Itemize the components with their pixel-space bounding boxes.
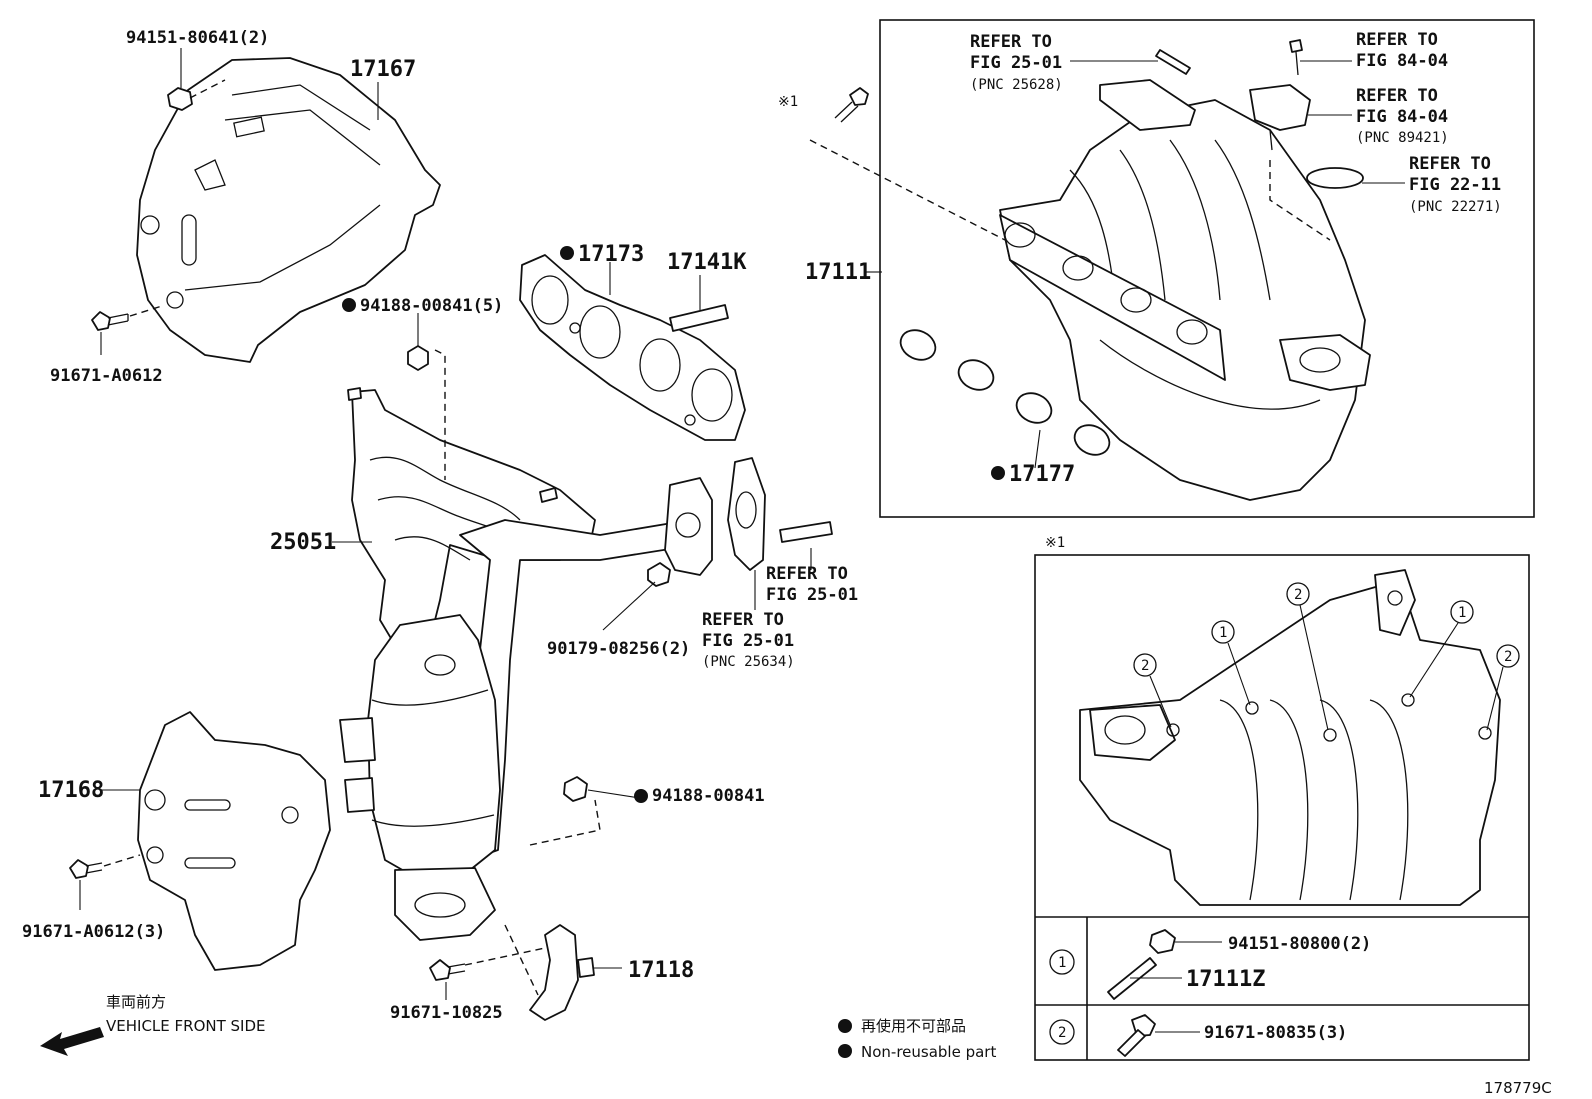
front-arrow-icon [40,1027,104,1056]
ref-a-line2: FIG 25-01 [970,53,1062,73]
label-91671-80835: 91671-80835(3) [1204,1023,1347,1043]
ref-c-line3: (PNC 89421) [1356,130,1449,146]
detail-row-2-parts [1049,1014,1156,1057]
label-91671-10825: 91671-10825 [390,1003,503,1023]
label-94188-00841-5: 94188-00841(5) [360,296,503,316]
non-reusable-dot-17173 [560,246,574,260]
legend-jp: 再使用不可部品 [861,1017,966,1035]
label-91671-a0612: 91671-A0612 [50,366,163,386]
nut-94188-00841 [563,776,588,802]
ref-e-line1: REFER TO [766,564,848,584]
ref-e-line2: FIG 25-01 [766,585,858,605]
ref-f-line1: REFER TO [702,610,784,630]
ref-a-line1: REFER TO [970,32,1052,52]
heat-insulator-upper [136,57,441,363]
legend-dot-en [838,1044,852,1058]
bolt-91671-a0612 [91,305,163,331]
label-17173: 17173 [578,242,644,267]
nut-90179-08256 [647,562,671,587]
label-17177: 17177 [1009,462,1075,487]
stud-17141k [669,275,729,332]
figure-id: 178779C [1484,1079,1552,1097]
non-reusable-dot-17177 [991,466,1005,480]
ref-d-line1: REFER TO [1409,154,1491,174]
heat-insulator-lower [137,711,331,971]
gasket-17173 [519,254,746,441]
callout-2-b: 2 [1141,658,1149,674]
nut-94151-80641 [167,79,226,111]
detail-box [1034,554,1530,1061]
detail-row-1-parts [1049,929,1176,1000]
ref-d-line2: FIG 22-11 [1409,175,1501,195]
intake-manifold-17111 [999,99,1371,501]
ref-b-line2: FIG 84-04 [1356,51,1448,71]
ref-c-line2: FIG 84-04 [1356,107,1448,127]
callout-1-b: 1 [1458,605,1466,621]
label-17167: 17167 [350,57,416,82]
ref-d-line3: (PNC 22271) [1409,199,1502,215]
label-17111z: 17111Z [1186,967,1265,992]
label-17141k: 17141K [667,250,747,275]
ref-c-line1: REFER TO [1356,86,1438,106]
ref-parts-intake [1099,39,1364,241]
front-label-jp: 車両前方 [106,993,166,1011]
legend-dot-jp [838,1019,852,1033]
leader-lines [79,48,1405,1033]
bolt-91671-a0612-3 [69,854,141,879]
nut-94188-00841-5 [407,345,429,371]
label-17118: 17118 [628,958,694,983]
note-mark-bolt: ※1 [778,94,798,110]
ref-b-line1: REFER TO [1356,30,1438,50]
detail-row-2-index: 2 [1058,1025,1066,1041]
label-94188-00841: 94188-00841 [652,786,765,806]
bolt-marked-1 [809,87,1006,241]
label-25051: 25051 [270,530,336,555]
note-mark-detail: ※1 [1045,535,1065,551]
callout-1-a: 1 [1219,625,1227,641]
detail-row-1-index: 1 [1058,955,1066,971]
bolt-91671-10825 [429,959,466,981]
catalytic-converter [339,614,601,941]
ref-a-line3: (PNC 25628) [970,77,1063,93]
label-91671-a0612-3: 91671-A0612(3) [22,922,165,942]
intake-manifold-box [879,19,1535,518]
gasket-17177 [899,329,1111,456]
label-17168: 17168 [38,778,104,803]
label-90179-08256: 90179-08256(2) [547,639,690,659]
ref-f-line3: (PNC 25634) [702,654,795,670]
callout-2-c: 2 [1504,649,1512,665]
ref-f-line2: FIG 25-01 [702,631,794,651]
intake-manifold-detail [1079,569,1501,906]
legend-en: Non-reusable part [861,1043,996,1061]
callout-circles [1133,582,1520,731]
non-reusable-dot-94188 [634,789,648,803]
non-reusable-dot-94188-5 [342,298,356,312]
bracket-17118 [464,924,595,1021]
stud-exhaust [779,521,833,543]
callout-2-a: 2 [1294,587,1302,603]
label-94151-80641: 94151-80641(2) [126,28,269,48]
gasket-exhaust [727,457,766,571]
label-17111: 17111 [805,260,871,285]
front-label-en: VEHICLE FRONT SIDE [106,1017,266,1035]
label-94151-80800: 94151-80800(2) [1228,934,1371,954]
